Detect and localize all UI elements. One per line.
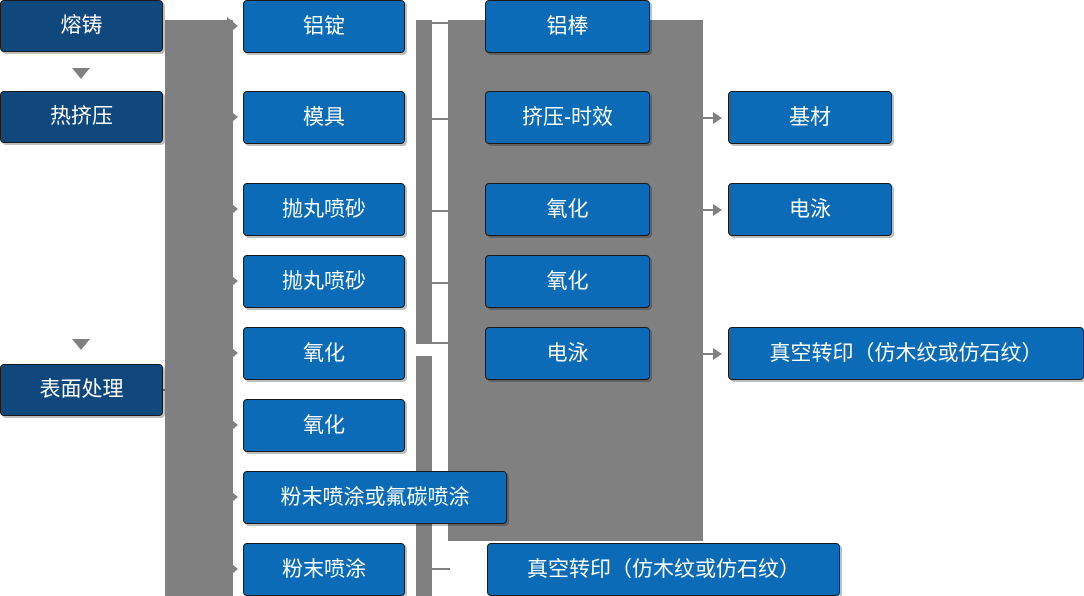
input-label-4: 抛丸喷砂 <box>282 269 366 293</box>
output-arrow-2 <box>713 204 722 216</box>
merge-spine-bar <box>416 20 432 344</box>
process-box-oxidation-1[interactable]: 氧化 <box>485 183 650 236</box>
output-arrow-3 <box>713 348 722 360</box>
spine-tick-2 <box>432 118 450 120</box>
process-box-extrusion-aging[interactable]: 挤压-时效 <box>485 91 650 144</box>
input-arrow-8 <box>227 560 238 578</box>
input-box-powder-or-fluorocarbon-coating[interactable]: 粉末喷涂或氟碳喷涂 <box>243 471 507 524</box>
spine-tick-4 <box>432 282 450 284</box>
process-label-2: 挤压-时效 <box>522 105 613 129</box>
spine-tick-1 <box>432 22 450 24</box>
input-arrow-5 <box>227 344 238 362</box>
input-label-5: 氧化 <box>303 341 345 365</box>
input-arrow-4 <box>227 272 238 290</box>
process-label-5: 电泳 <box>546 341 589 365</box>
input-box-powder-coating[interactable]: 粉末喷涂 <box>243 543 405 596</box>
process-box-aluminum-bar[interactable]: 铝棒 <box>485 0 650 53</box>
stage-connector-bar <box>165 20 233 596</box>
input-arrow-6 <box>227 416 238 434</box>
input-arrow-3 <box>227 200 238 218</box>
output-label-1: 基材 <box>789 105 831 129</box>
output-box-vacuum-transfer-printing[interactable]: 真空转印（仿木纹或仿石纹） <box>728 327 1084 380</box>
process-label-1: 铝棒 <box>546 14 589 38</box>
spine-tick-3 <box>432 210 450 212</box>
process-box-electrophoresis[interactable]: 电泳 <box>485 327 650 380</box>
spine-tick-6 <box>432 568 450 570</box>
process-label-6: 真空转印（仿木纹或仿石纹） <box>527 557 800 581</box>
stage-down-arrow-1 <box>72 68 90 79</box>
input-box-oxidation-2[interactable]: 氧化 <box>243 399 405 452</box>
process-box-vacuum-transfer-printing[interactable]: 真空转印（仿木纹或仿石纹） <box>487 543 840 596</box>
stage-down-arrow-2 <box>72 339 90 350</box>
output-box-substrate[interactable]: 基材 <box>728 91 892 144</box>
input-label-2: 模具 <box>303 105 345 129</box>
stage-box-melting[interactable]: 熔铸 <box>0 0 163 52</box>
stage-label-melting: 熔铸 <box>60 14 103 38</box>
stage-connector-stub <box>163 389 175 391</box>
stage-box-surface-treatment[interactable]: 表面处理 <box>0 364 163 416</box>
output-box-electrophoresis[interactable]: 电泳 <box>728 183 892 236</box>
input-box-shot-blasting-1[interactable]: 抛丸喷砂 <box>243 183 405 236</box>
input-label-3: 抛丸喷砂 <box>282 197 366 221</box>
output-arrow-1 <box>713 112 722 124</box>
stage-box-hot-extrusion[interactable]: 热挤压 <box>0 91 163 143</box>
input-arrow-2 <box>227 108 238 126</box>
output-arrow-stem-3 <box>703 353 715 355</box>
input-label-6: 氧化 <box>303 413 345 437</box>
process-label-4: 氧化 <box>546 269 589 293</box>
input-box-shot-blasting-2[interactable]: 抛丸喷砂 <box>243 255 405 308</box>
input-arrow-1 <box>227 17 238 35</box>
process-box-oxidation-2[interactable]: 氧化 <box>485 255 650 308</box>
stage-label-hot-extrusion: 热挤压 <box>50 105 113 129</box>
input-box-mold[interactable]: 模具 <box>243 91 405 144</box>
input-box-aluminum-ingot[interactable]: 铝锭 <box>243 0 405 53</box>
input-label-1: 铝锭 <box>303 14 345 38</box>
output-label-3: 真空转印（仿木纹或仿石纹） <box>769 341 1043 365</box>
input-arrow-7 <box>227 488 238 506</box>
input-label-8: 粉末喷涂 <box>282 557 366 581</box>
stage-label-surface-treatment: 表面处理 <box>39 378 124 402</box>
spine-tick-5 <box>432 342 450 344</box>
output-arrow-stem-2 <box>703 209 715 211</box>
output-arrow-stem-1 <box>703 117 715 119</box>
process-label-3: 氧化 <box>546 197 589 221</box>
input-label-7: 粉末喷涂或氟碳喷涂 <box>280 485 470 509</box>
input-box-oxidation-1[interactable]: 氧化 <box>243 327 405 380</box>
output-label-2: 电泳 <box>789 197 831 221</box>
